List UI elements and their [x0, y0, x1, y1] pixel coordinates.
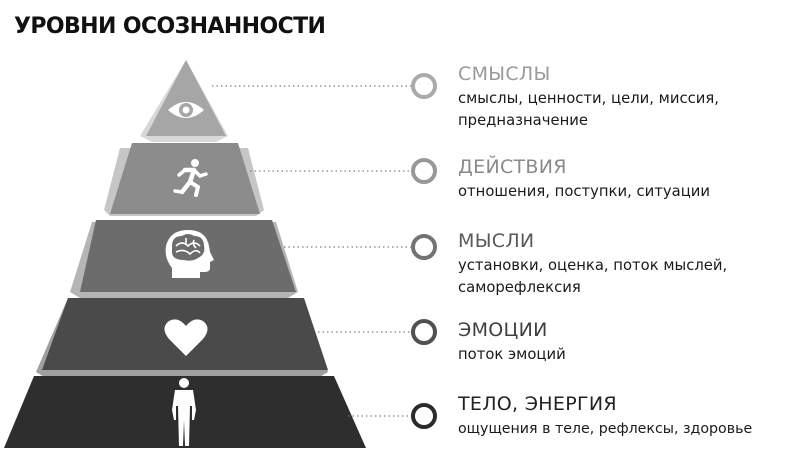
- level-marker: [411, 319, 437, 345]
- eye-icon: [168, 102, 204, 118]
- page-title: УРОВНИ ОСОЗНАННОСТИ: [14, 14, 326, 39]
- level-title: ТЕЛО, ЭНЕРГИЯ: [458, 393, 617, 415]
- level-description: поток эмоций: [458, 346, 566, 363]
- heart-icon: [164, 319, 208, 356]
- human-body-icon: [172, 378, 196, 446]
- level-title: МЫСЛИ: [458, 230, 535, 252]
- head-brain-icon: [165, 230, 214, 278]
- level-marker: [411, 234, 437, 260]
- level-telo: ТЕЛО, ЭНЕРГИЯ ощущения в теле, рефлексы,…: [458, 392, 798, 440]
- level-marker: [411, 403, 437, 429]
- level-title: ДЕЙСТВИЯ: [458, 156, 567, 178]
- level-deystviya: ДЕЙСТВИЯ отношения, поступки, ситуации: [458, 155, 778, 203]
- level-description: отношения, поступки, ситуации: [458, 183, 711, 200]
- pyramid-tier-deystviya: [104, 143, 264, 216]
- level-marker: [411, 73, 437, 99]
- level-description: установки, оценка, поток мыслей, самореф…: [458, 257, 728, 296]
- level-smysly: СМЫСЛЫ смыслы, ценности, цели, миссия, п…: [458, 62, 758, 132]
- running-person-icon: [173, 159, 208, 197]
- level-description: ощущения в теле, рефлексы, здоровье: [458, 421, 753, 437]
- level-marker: [411, 158, 437, 184]
- level-emocii: ЭМОЦИИ поток эмоций: [458, 318, 758, 366]
- level-description: смыслы, ценности, цели, миссия, предназн…: [458, 90, 719, 129]
- level-title: СМЫСЛЫ: [458, 63, 551, 85]
- pyramid-tier-smysly: [140, 60, 228, 142]
- level-mysli: МЫСЛИ установки, оценка, поток мыслей, с…: [458, 229, 758, 299]
- level-title: ЭМОЦИИ: [458, 319, 548, 341]
